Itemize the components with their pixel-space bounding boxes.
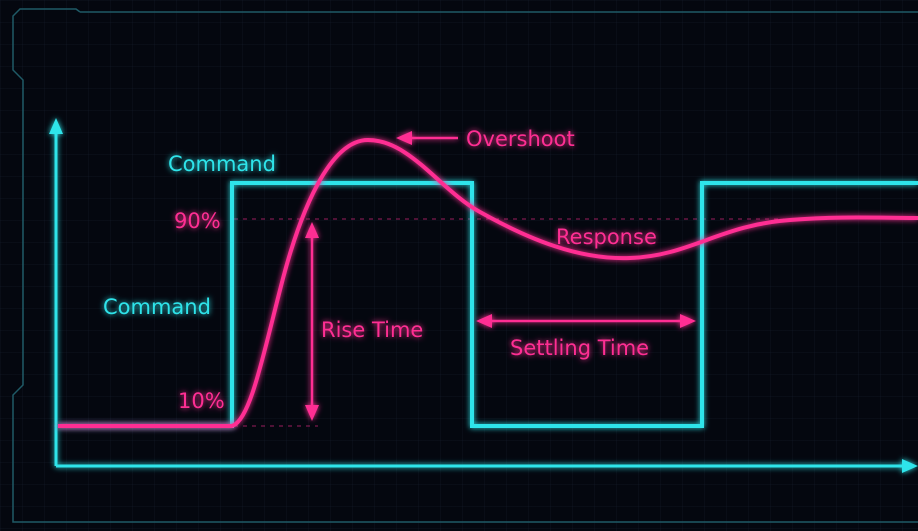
y-axis-arrow-icon (49, 118, 63, 134)
rise-time-arrow-down-icon (305, 405, 319, 421)
rise-time-label: Rise Time (321, 318, 423, 342)
x-axis-arrow-icon (902, 459, 918, 473)
settling-time-arrow-right-icon (680, 314, 696, 328)
command-label-top: Command (168, 152, 276, 176)
command-signal (58, 181, 918, 428)
overshoot-label: Overshoot (466, 127, 575, 151)
level-90-label: 90% (174, 209, 221, 233)
rise-time-arrow-up-icon (305, 222, 319, 238)
hud-frame (12, 8, 918, 523)
settling-time-arrow-left-icon (476, 314, 492, 328)
response-curve (58, 137, 918, 428)
command-label-left: Command (103, 295, 211, 319)
level-10-label: 10% (178, 389, 225, 413)
response-label: Response (556, 225, 657, 249)
overshoot-arrow-icon (396, 131, 412, 145)
settling-time-label: Settling Time (510, 336, 649, 360)
